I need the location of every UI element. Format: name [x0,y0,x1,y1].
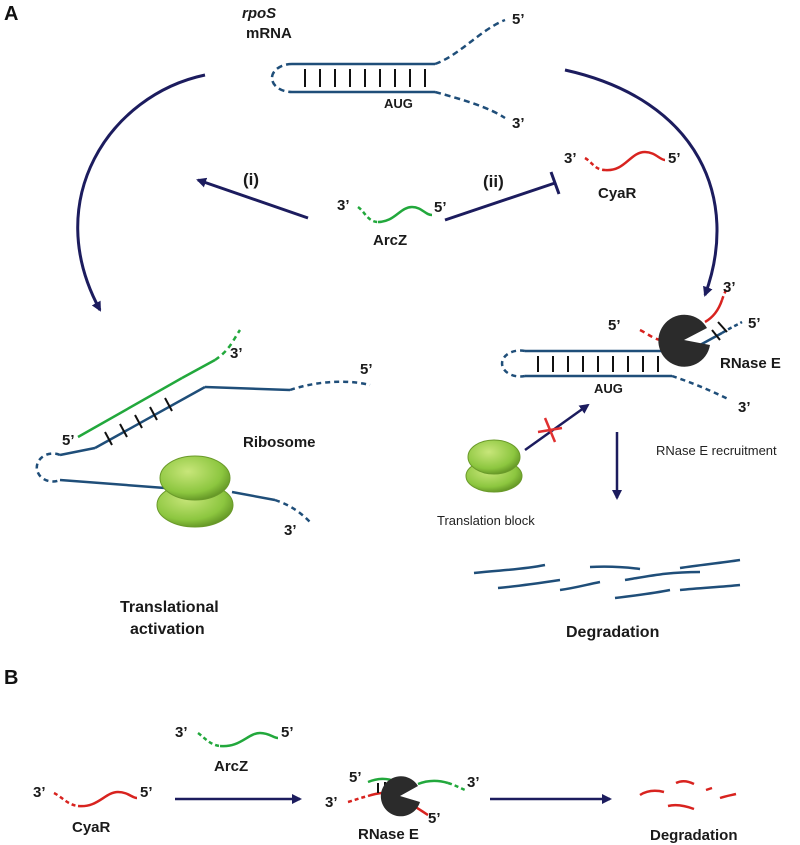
activation-three-prime-top: 3’ [230,345,243,362]
route-i-label: (i) [243,170,259,189]
ribosome-label: Ribosome [243,434,316,451]
complex-b-five-prime-bottom: 5’ [428,810,441,827]
route-ii-inhibition-line [444,181,556,222]
panel-b-letter: B [4,667,18,689]
activation-base-pairs [104,397,173,446]
arcz-three-prime: 3’ [337,197,350,214]
cyar-five-prime-top: 5’ [668,150,681,167]
repressed-loop [500,349,526,378]
complex-b-three-prime-left: 3’ [325,794,338,811]
repressed-three-prime-top: 3’ [723,279,736,296]
rnase-e-icon-b [380,776,420,817]
mrna-label: mRNA [246,25,292,42]
arcz-unpaired-strand [181,358,216,380]
complex-b-five-prime-left: 5’ [349,769,362,786]
mrna-translated-strand [59,478,166,490]
arcz-b-five-prime: 5’ [281,724,294,741]
five-prime-tail [434,18,506,66]
blocked-translation-arrow [524,403,590,452]
repressed-five-prime-left: 5’ [608,317,621,334]
five-prime-label-top: 5’ [512,11,525,28]
blocked-ribosome-icon [465,439,523,493]
arcz-b-label: ArcZ [214,758,248,775]
aug-label-repressed: AUG [594,381,623,396]
arcz-srna-b [197,731,279,748]
rpos-mrna-hairpin [270,18,506,120]
rnase-e-label: RNase E [720,355,781,372]
panel-a-letter: A [4,3,18,25]
translation-block-label: Translation block [437,513,535,528]
ribosome-icon [156,455,234,528]
arcz-label: ArcZ [373,232,407,249]
rnase-e-icon [658,314,710,367]
repressed-base-pairs [537,356,659,372]
arcz-paired-strand [77,376,183,439]
cyar-label-top: CyaR [598,185,637,202]
left-pathway-arrow [76,73,206,312]
three-prime-label-top: 3’ [512,115,525,132]
mrna-connector [204,385,291,392]
translational-label-line1: Translational [120,599,219,616]
rnase-recruitment-label: RNase E recruitment [656,443,777,458]
cyar-three-prime-top: 3’ [564,150,577,167]
translational-label-line2: activation [130,621,205,638]
degradation-label-a: Degradation [566,624,659,641]
arcz-five-prime: 5’ [434,199,447,216]
mrna-three-prime-tail [274,498,311,523]
activation-five-prime-left: 5’ [62,432,75,449]
block-x-icon [537,417,563,443]
mrna-fragments [473,558,741,600]
cyar-bound-upper [704,299,724,324]
cyar-srna-b [53,790,138,808]
stem-base-pairs [304,69,426,87]
activated-complex [35,329,371,523]
activation-five-prime-right: 5’ [360,361,373,378]
cyar-b-label: CyaR [72,819,111,836]
cyar-b-three-prime: 3’ [33,784,46,801]
arcz-dashed-tail [214,329,242,362]
mrna-lower-strand [94,385,206,450]
rnase-e-label-b: RNase E [358,826,419,843]
route-ii-label: (ii) [483,172,504,191]
route-ii-inhibition-bar [549,171,561,195]
activation-loop [35,452,61,483]
right-pathway-arrow [564,68,719,297]
activation-three-prime-bottom: 3’ [284,522,297,539]
cyar-srna-top [584,150,666,172]
cyar-b-five-prime: 5’ [140,784,153,801]
cyar-fragments [639,779,737,811]
complex-b-three-prime-right: 3’ [467,774,480,791]
repressed-three-prime-bottom: 3’ [738,399,751,416]
aug-label-top: AUG [384,96,413,111]
rpos-gene-label: rpoS [242,5,276,22]
hairpin-loop [270,62,293,94]
arcz-b-three-prime: 3’ [175,724,188,741]
three-prime-tail [434,90,506,120]
degradation-label-b: Degradation [650,827,738,844]
arcz-srna-center [357,205,433,224]
repressed-five-prime-right: 5’ [748,315,761,332]
repressed-complex [500,285,743,402]
mrna-five-prime-tail [289,380,371,392]
route-i-arrow [196,177,309,220]
